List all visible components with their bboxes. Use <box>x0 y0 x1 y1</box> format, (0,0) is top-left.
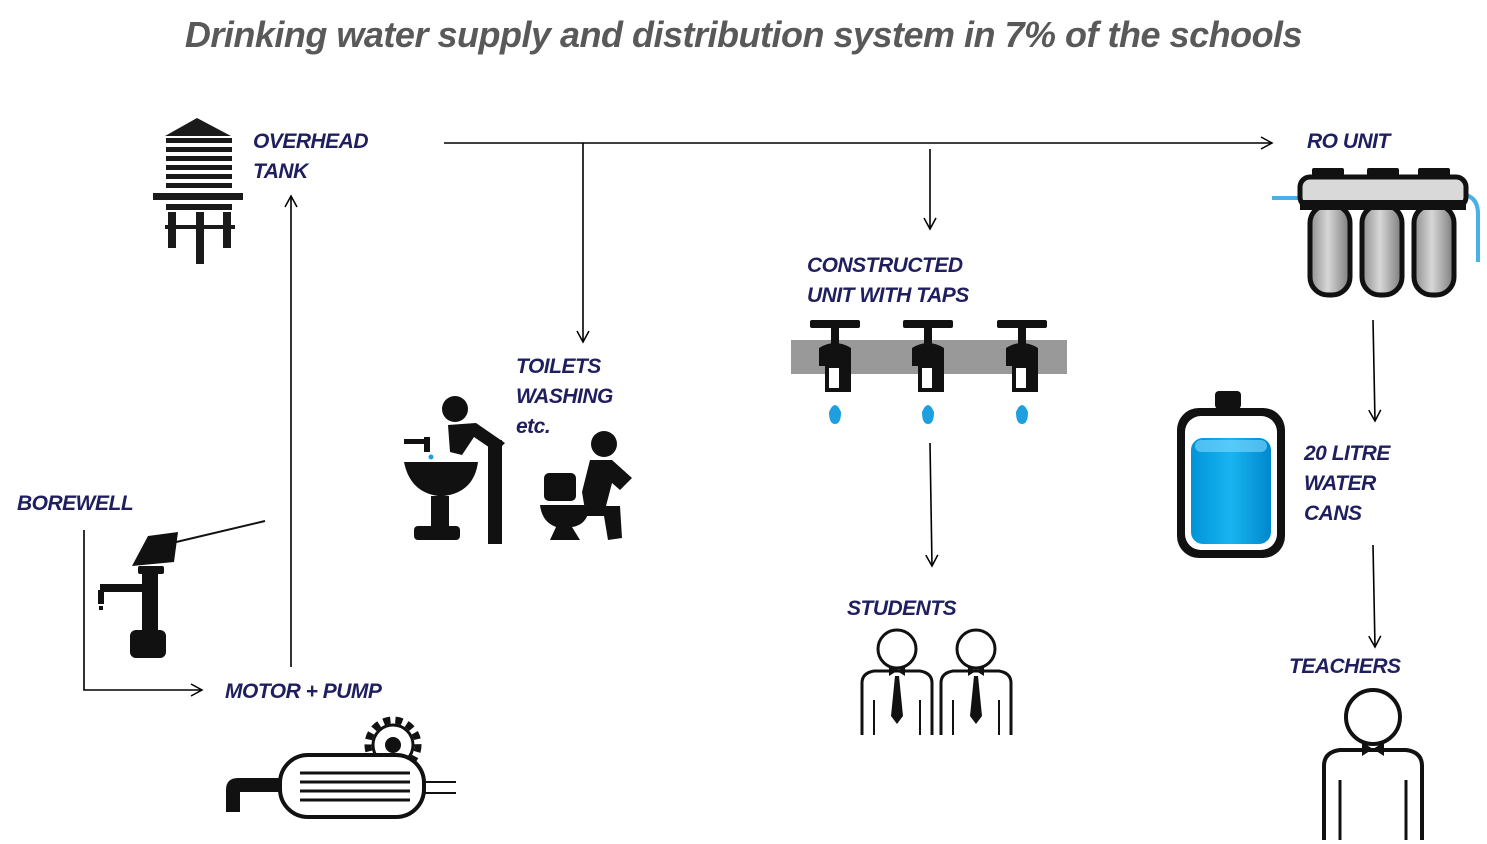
tap-icon <box>810 320 860 424</box>
teachers-label: TEACHERS <box>1289 655 1401 678</box>
borewell-label: BOREWELL <box>17 492 134 515</box>
taps-icon <box>791 320 1067 424</box>
students-icon <box>860 628 1013 735</box>
tap-icon <box>903 320 953 424</box>
ro-unit-label: RO UNIT <box>1307 130 1390 153</box>
arrow-taps-to-students <box>925 442 939 568</box>
water-can-icon <box>1177 391 1285 558</box>
toilets-label: TOILETS WASHING etc. <box>516 355 613 438</box>
arrow-borewell-to-pump <box>83 530 204 697</box>
motor-pump-label: MOTOR + PUMP <box>225 680 382 703</box>
arrow-cans-to-teachers <box>1368 544 1382 649</box>
overhead-tank-label: OVERHEAD TANK <box>253 130 369 183</box>
students-label: STUDENTS <box>847 597 957 620</box>
teacher-icon <box>1322 688 1424 840</box>
motor-pump-icon <box>226 716 456 819</box>
toilet-washing-icon <box>404 396 632 544</box>
water-cans-label: 20 LITRE WATER CANS <box>1304 442 1390 525</box>
diagram-title: Drinking water supply and distribution s… <box>184 14 1303 55</box>
constructed-unit-label: CONSTRUCTED UNIT WITH TAPS <box>807 254 969 307</box>
water-tower-icon <box>153 118 243 264</box>
ro-filter-icon <box>1272 168 1480 298</box>
hand-pump-icon <box>98 520 266 658</box>
flow-arrows <box>83 136 1382 697</box>
arrow-ro-to-cans <box>1368 319 1382 423</box>
tap-icon <box>997 320 1047 424</box>
